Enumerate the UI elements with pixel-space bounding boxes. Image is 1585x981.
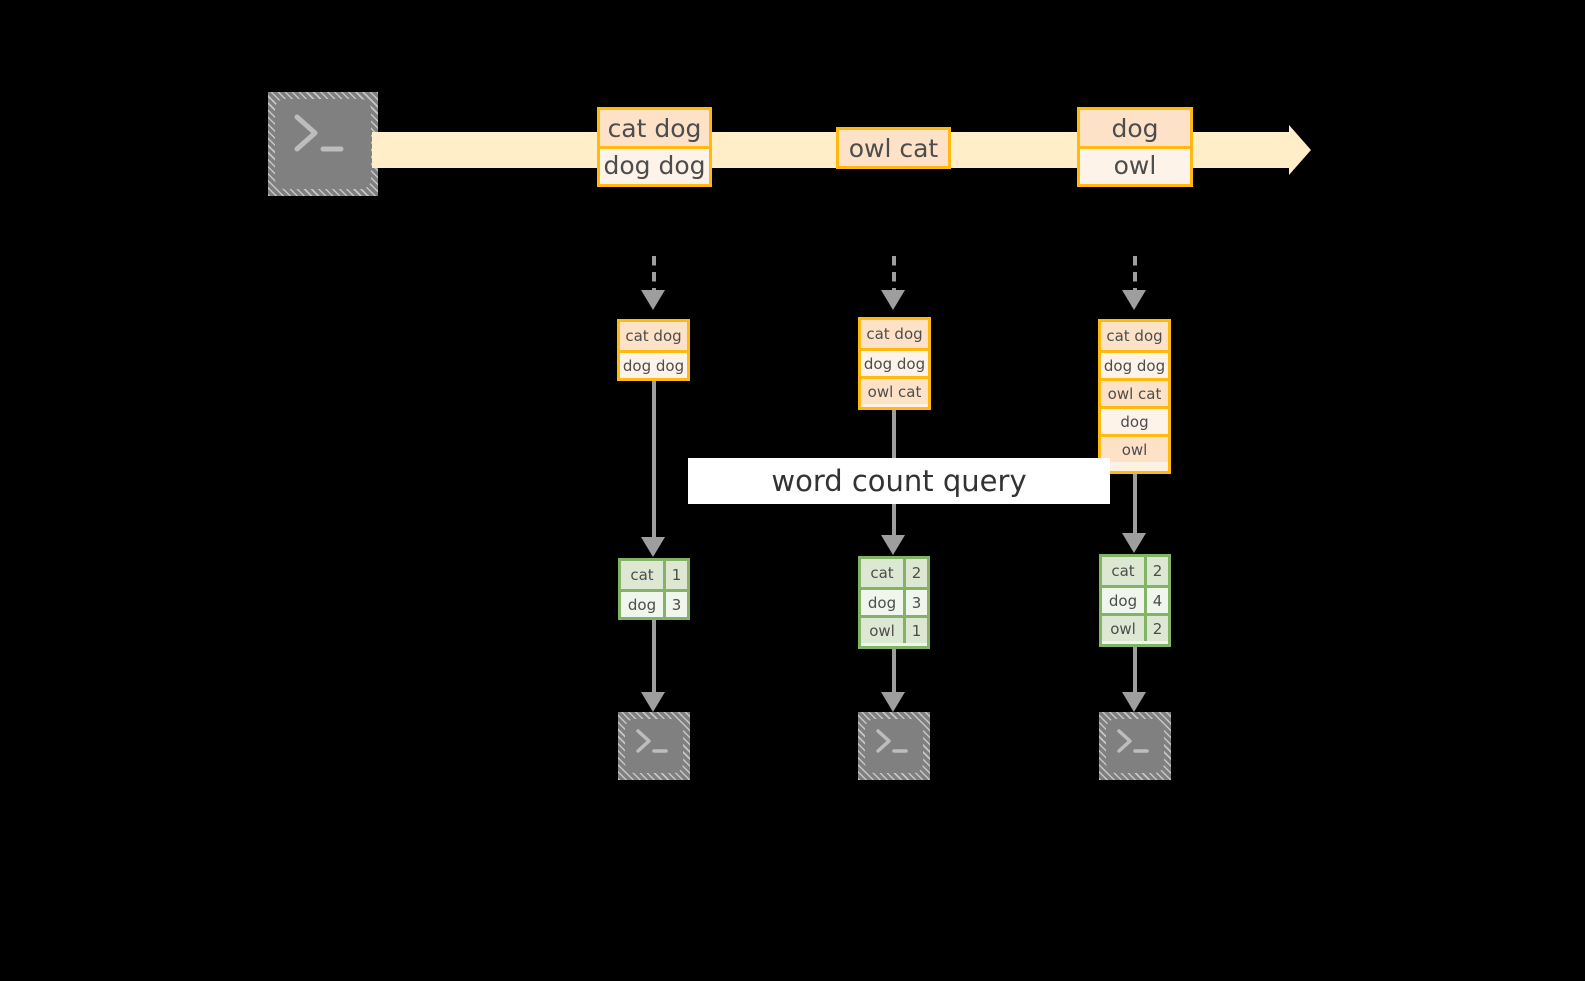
stream-event-1-row-2: dog dog [600,146,709,182]
snapshot-1-query-line [652,381,656,539]
snapshot-2-query-arrow-head [881,535,905,555]
stream-event-2-row-1: owl cat [839,130,948,166]
stream-event-1[interactable]: cat dog dog dog [597,107,712,187]
snapshot-2-ingest-arrow-head [881,290,905,310]
snapshot-1-ingest-arrow-head [641,290,665,310]
snapshot-2-result-word-2: dog [861,590,903,615]
snapshot-2-input-row-3: owl cat [861,376,928,404]
snapshot-2-sink-line [892,649,896,694]
query-banner: word count query [688,458,1110,504]
snapshot-3-ingest-arrow-head [1122,290,1146,310]
snapshot-1-result-word-1: cat [621,561,663,589]
snapshot-1-sink-arrow-head [641,692,665,712]
table-row: dog 4 [1102,585,1168,613]
snapshot-2-input-row-1: cat dog [861,320,928,348]
snapshot-3-sink-arrow-head [1122,692,1146,712]
snapshot-3-result-count-2: 4 [1144,588,1168,613]
snapshot-3-result-count-3: 2 [1144,616,1168,641]
snapshot-3-input-row-4: dog [1101,406,1168,434]
table-row: cat 1 [621,561,687,589]
snapshot-1-result-table[interactable]: cat 1 dog 3 [618,558,690,620]
snapshot-3-input-box[interactable]: cat dog dog dog owl cat dog owl [1098,319,1171,474]
snapshot-3-input-row-3: owl cat [1101,378,1168,406]
stream-band-segment-1 [372,132,600,168]
stream-band-segment-2 [710,132,838,168]
snapshot-1-result-count-2: 3 [663,592,687,617]
table-row: dog 3 [861,587,927,615]
snapshot-3-result-word-1: cat [1102,557,1144,585]
snapshot-3-result-count-1: 2 [1144,557,1168,585]
table-row: cat 2 [861,559,927,587]
snapshot-1-input-row-1: cat dog [620,322,687,350]
snapshot-1-input-box[interactable]: cat dog dog dog [617,319,690,381]
terminal-prompt-glyph [876,729,908,753]
snapshot-2-input-row-2: dog dog [861,348,928,376]
snapshot-2-result-word-3: owl [861,618,903,643]
stream-event-2[interactable]: owl cat [836,127,951,169]
snapshot-3-ingest-line [1133,256,1137,294]
terminal-screen [275,99,371,189]
stream-arrow-head [1289,125,1311,175]
snapshot-2-input-box[interactable]: cat dog dog dog owl cat [858,317,931,410]
snapshot-3-query-line [1133,474,1137,535]
snapshot-3-input-row-2: dog dog [1101,350,1168,378]
stream-event-3[interactable]: dog owl [1077,107,1193,187]
snapshot-2-result-count-3: 1 [903,618,927,643]
snapshot-3-input-row-5: owl [1101,434,1168,462]
snapshot-3-input-row-1: cat dog [1101,322,1168,350]
snapshot-1-result-count-1: 1 [663,561,687,589]
snapshot-3-result-word-3: owl [1102,616,1144,641]
stream-event-1-row-1: cat dog [600,110,709,146]
snapshot-2-sink-terminal-icon [858,712,930,780]
terminal-screen [1106,719,1164,773]
snapshot-1-result-word-2: dog [621,592,663,617]
snapshot-1-input-row-2: dog dog [620,350,687,378]
stream-event-3-row-2: owl [1080,146,1190,182]
snapshot-1-sink-line [652,620,656,694]
snapshot-3-result-word-2: dog [1102,588,1144,613]
terminal-prompt-glyph [294,114,344,152]
table-row: owl 2 [1102,613,1168,641]
terminal-prompt-glyph [1117,729,1149,753]
snapshot-2-result-word-1: cat [861,559,903,587]
snapshot-1-query-arrow-head [641,537,665,557]
terminal-prompt-glyph [636,729,668,753]
snapshot-1-sink-terminal-icon [618,712,690,780]
stream-source-terminal-icon [268,92,378,196]
table-row: cat 2 [1102,557,1168,585]
snapshot-2-result-table[interactable]: cat 2 dog 3 owl 1 [858,556,930,649]
snapshot-1-ingest-line [652,256,656,294]
snapshot-2-ingest-line [892,256,896,294]
query-banner-label: word count query [771,464,1027,498]
stream-band-segment-3 [951,132,1077,168]
table-row: dog 3 [621,589,687,617]
table-row: owl 1 [861,615,927,643]
snapshot-3-query-arrow-head [1122,533,1146,553]
terminal-screen [865,719,923,773]
stream-event-3-row-1: dog [1080,110,1190,146]
terminal-screen [625,719,683,773]
snapshot-3-sink-terminal-icon [1099,712,1171,780]
snapshot-2-result-count-1: 2 [903,559,927,587]
snapshot-3-result-table[interactable]: cat 2 dog 4 owl 2 [1099,554,1171,647]
snapshot-2-sink-arrow-head [881,692,905,712]
snapshot-3-sink-line [1133,647,1137,694]
snapshot-2-result-count-2: 3 [903,590,927,615]
stream-band-segment-4 [1193,132,1291,168]
